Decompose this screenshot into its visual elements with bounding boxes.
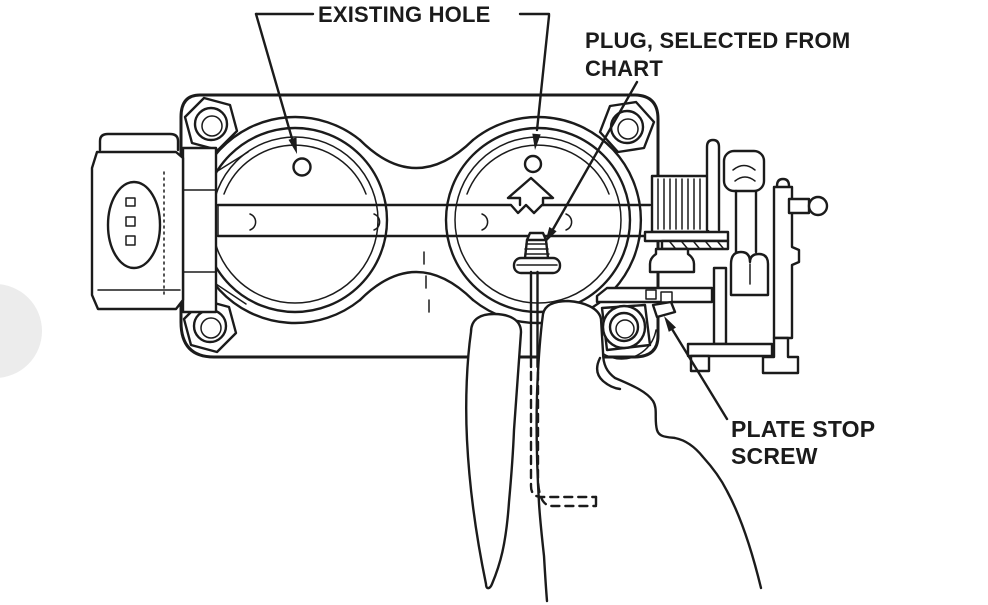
hand-outline: [535, 299, 763, 603]
lever-foot: [761, 336, 800, 375]
ball-stud: [807, 195, 829, 217]
bottom-bar: [686, 342, 774, 358]
plug-label-line1: PLUG, SELECTED FROM: [585, 28, 850, 53]
connector-socket: [106, 180, 162, 270]
connector-pin: [125, 197, 136, 207]
lever-bell: [648, 247, 696, 274]
lever-top-bracket: [722, 149, 766, 193]
mounting-bolts: [182, 96, 657, 360]
plate-stop-label-line2: SCREW: [731, 443, 818, 469]
plate-screw-slot: [373, 213, 381, 231]
plug-label-line2: CHART: [585, 56, 663, 81]
plate-stop-screw: [651, 300, 677, 319]
plate-stop-label-line1: PLATE STOP: [731, 416, 875, 442]
tool-shaft-hidden: [529, 370, 598, 508]
plate-screw-slot: [565, 213, 573, 231]
link-rod: [705, 138, 721, 232]
bolt-bottom-right: [587, 303, 657, 360]
bolt-top-left: [183, 96, 239, 152]
tool-shaft-visible: [529, 270, 539, 369]
connector-pin: [125, 216, 136, 227]
connector-bracket: [181, 146, 218, 314]
installer-hand: [465, 299, 764, 605]
plate-screw-slot: [249, 213, 257, 231]
page-edge-artifact: [0, 284, 42, 378]
existing-hole-left: [292, 157, 312, 177]
callout-plug: PLUG, SELECTED FROM CHART: [545, 28, 850, 243]
connector-pin: [125, 235, 136, 246]
plate-screw-slot: [481, 213, 489, 231]
lower-post: [712, 266, 728, 346]
return-spring: [643, 174, 730, 251]
hand-web-crease: [595, 356, 622, 391]
bolt-top-right: [598, 100, 656, 154]
hex-key-tool: [529, 270, 598, 508]
existing-hole-right: [523, 154, 543, 174]
connector-tab: [98, 132, 180, 152]
casting-centerline: [423, 251, 430, 313]
lever-post: [734, 189, 758, 254]
callout-existing-hole: EXISTING HOLE: [254, 2, 551, 154]
cast-arrow-mark: [506, 176, 555, 207]
hand-silhouette: [536, 301, 764, 605]
hand-back-finger: [465, 312, 523, 590]
stud-shank: [787, 197, 811, 215]
sensor-connector: [90, 132, 249, 314]
existing-hole-label: EXISTING HOLE: [318, 2, 491, 27]
throttle-lever-assembly: [595, 138, 829, 375]
plug: [512, 231, 562, 275]
connector-body: [90, 150, 185, 311]
callout-plate-stop-screw: PLATE STOP SCREW: [664, 316, 875, 469]
